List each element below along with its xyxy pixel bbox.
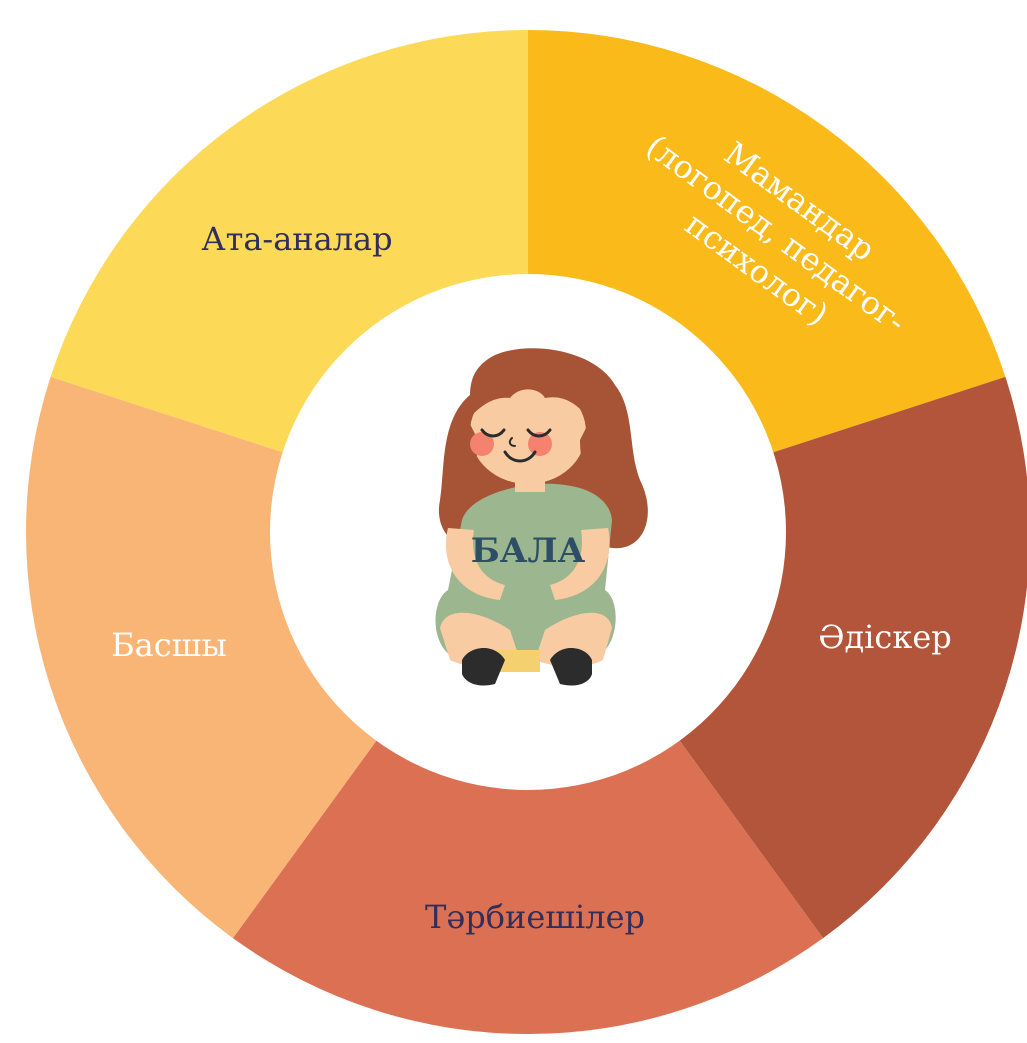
segment-head bbox=[25, 376, 378, 939]
label-educators: Тәрбиешілер bbox=[425, 898, 645, 936]
segment-parents bbox=[50, 30, 528, 453]
sitting-girl-icon bbox=[435, 348, 648, 686]
segment-educators bbox=[232, 739, 824, 1035]
label-methodologist: Әдіскер bbox=[818, 618, 952, 656]
center-label: БАЛА bbox=[471, 531, 586, 571]
segment-methodologist bbox=[678, 376, 1027, 939]
ring-segments bbox=[25, 30, 1027, 1035]
label-head: Басшы bbox=[111, 626, 227, 664]
label-parents: Ата-аналар bbox=[201, 220, 392, 258]
segment-specialists bbox=[528, 30, 1006, 453]
